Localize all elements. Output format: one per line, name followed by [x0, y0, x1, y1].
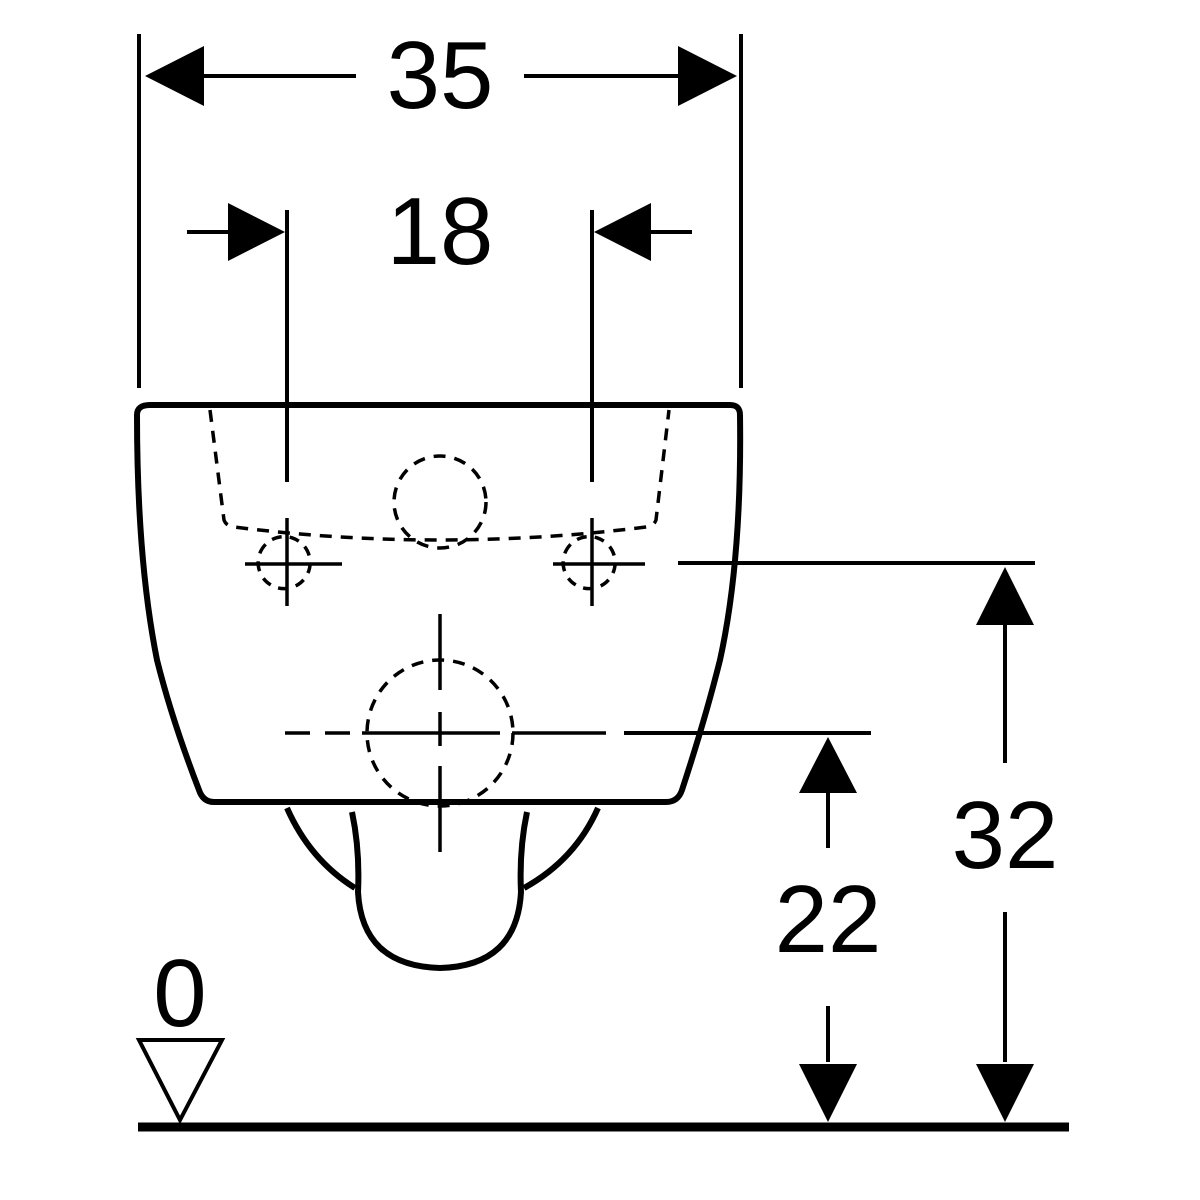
bowl-base-arc-left [284, 806, 357, 891]
outlet-height-arrowhead-bottom [799, 1064, 857, 1122]
overall-width-arrowhead-right [678, 46, 737, 106]
fixing-arrowhead-left [228, 203, 285, 261]
water-inlet-hidden [392, 454, 488, 550]
wc-pan-outline [134, 402, 744, 971]
floor-datum: 0 [135, 940, 1069, 1132]
datum-zero-label: 0 [153, 940, 206, 1047]
inlet-chamber-hidden-outline [208, 409, 671, 542]
bolt-height-arrowhead-bottom [976, 1064, 1034, 1122]
outlet-height-dimension: 22 [624, 731, 882, 1122]
hidden-features [208, 409, 671, 808]
pan-body-outline [134, 402, 744, 805]
bolt-height-arrowhead-top [976, 567, 1034, 625]
fixing-hole-left-hidden [256, 534, 312, 591]
bolt-height-dimension: 32 [678, 561, 1059, 1122]
overall-width-dimension: 35 [137, 22, 743, 388]
outlet-height-arrowhead-top [799, 737, 857, 793]
bowl-base-arc-right [522, 806, 601, 891]
outlet-spigot [349, 811, 530, 971]
fixing-distance-dimension: 18 [187, 178, 692, 482]
fixing-arrowhead-right [594, 203, 651, 261]
overall-width-arrowhead-left [145, 46, 204, 106]
overall-width-label: 35 [387, 22, 494, 129]
fixing-distance-label: 18 [387, 178, 494, 285]
fixing-hole-right-hidden [561, 534, 617, 591]
outlet-height-label: 22 [775, 866, 882, 973]
bolt-height-label: 32 [952, 782, 1059, 889]
datum-triangle-marker [135, 1038, 226, 1125]
centre-lines [245, 518, 645, 852]
